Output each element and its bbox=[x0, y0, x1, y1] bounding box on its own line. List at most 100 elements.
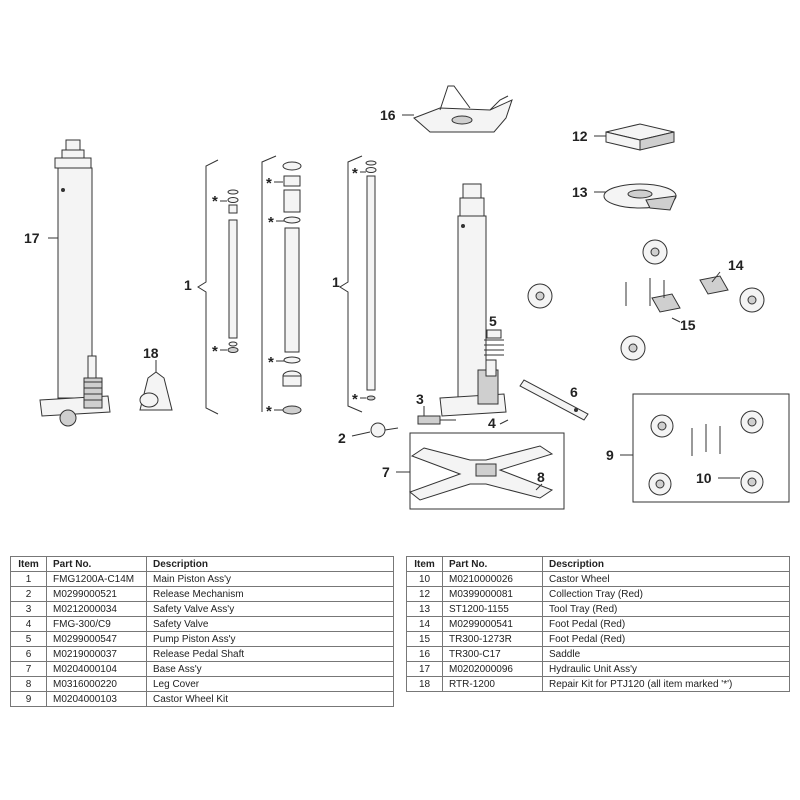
callout-17: 17 bbox=[24, 230, 40, 246]
header-item: Item bbox=[10, 556, 47, 572]
cell-item: 9 bbox=[10, 691, 47, 707]
cell-description: Castor Wheel bbox=[542, 571, 790, 587]
callout-7: 7 bbox=[382, 464, 390, 480]
cell-part-no: TR300-C17 bbox=[442, 646, 543, 662]
callout-13: 13 bbox=[572, 184, 588, 200]
cell-part-no: M0399000081 bbox=[442, 586, 543, 602]
cell-description: Tool Tray (Red) bbox=[542, 601, 790, 617]
main-piston-rod-right bbox=[365, 160, 377, 401]
star-mark: * bbox=[266, 403, 272, 420]
release-mechanism-drawing bbox=[370, 422, 399, 438]
callout-3: 3 bbox=[416, 391, 424, 407]
star-mark: * bbox=[212, 193, 218, 210]
safety-valve-assy-drawing bbox=[417, 406, 456, 425]
callout-2: 2 bbox=[338, 430, 346, 446]
star-mark: * bbox=[352, 391, 358, 408]
cell-item: 15 bbox=[406, 631, 443, 647]
exploded-parts-diagram: 17 18 1 * * * * * * 1 bbox=[24, 85, 790, 510]
cell-part-no: FMG-300/C9 bbox=[46, 616, 147, 632]
tool-tray-drawing bbox=[603, 183, 677, 211]
base-assy-box bbox=[409, 432, 565, 510]
jack-body-drawing bbox=[439, 183, 507, 417]
cell-part-no: RTR-1200 bbox=[442, 676, 543, 692]
cell-part-no: M0299000547 bbox=[46, 631, 147, 647]
repair-kit-drawing bbox=[139, 371, 173, 411]
cell-description: Main Piston Ass'y bbox=[146, 571, 394, 587]
foot-pedal-drawing bbox=[625, 275, 729, 313]
header-description: Description bbox=[542, 556, 790, 572]
header-description: Description bbox=[146, 556, 394, 572]
header-part-no: Part No. bbox=[442, 556, 543, 572]
star-mark: * bbox=[268, 214, 274, 231]
cell-description: Foot Pedal (Red) bbox=[542, 631, 790, 647]
cell-item: 8 bbox=[10, 676, 47, 692]
cell-item: 12 bbox=[406, 586, 443, 602]
cell-item: 1 bbox=[10, 571, 47, 587]
cell-item: 14 bbox=[406, 616, 443, 632]
callout-5: 5 bbox=[489, 313, 497, 329]
table-header-row: Item Part No. Description bbox=[10, 556, 394, 572]
cell-item: 3 bbox=[10, 601, 47, 617]
saddle-drawing bbox=[413, 85, 513, 133]
callout-9: 9 bbox=[606, 447, 614, 463]
cell-description: Collection Tray (Red) bbox=[542, 586, 790, 602]
main-piston-sleeve bbox=[282, 161, 302, 415]
cell-item: 17 bbox=[406, 661, 443, 677]
callout-16: 16 bbox=[380, 107, 396, 123]
collection-tray-drawing bbox=[605, 123, 675, 151]
cell-description: Saddle bbox=[542, 646, 790, 662]
castor-wheel-kit-box bbox=[632, 393, 790, 503]
star-mark: * bbox=[212, 343, 218, 360]
cell-description: Repair Kit for PTJ120 (all item marked '… bbox=[542, 676, 790, 692]
table-header-row: Item Part No. Description bbox=[406, 556, 790, 572]
callout-1-right: 1 bbox=[332, 274, 340, 290]
cell-part-no: M0299000541 bbox=[442, 616, 543, 632]
star-mark: * bbox=[268, 354, 274, 371]
callout-15: 15 bbox=[680, 317, 696, 333]
cell-description: Release Pedal Shaft bbox=[146, 646, 394, 662]
cell-part-no: M0210000026 bbox=[442, 571, 543, 587]
castor-wheel-kit-drawing bbox=[648, 410, 764, 496]
cell-item: 18 bbox=[406, 676, 443, 692]
cell-description: Base Ass'y bbox=[146, 661, 394, 677]
cell-part-no: FMG1200A-C14M bbox=[46, 571, 147, 587]
cell-description: Castor Wheel Kit bbox=[146, 691, 394, 707]
cell-part-no: M0212000034 bbox=[46, 601, 147, 617]
header-item: Item bbox=[406, 556, 443, 572]
cell-description: Foot Pedal (Red) bbox=[542, 616, 790, 632]
cell-item: 10 bbox=[406, 571, 443, 587]
base-assy-drawing bbox=[408, 445, 554, 501]
cell-item: 4 bbox=[10, 616, 47, 632]
cell-item: 5 bbox=[10, 631, 47, 647]
cell-item: 7 bbox=[10, 661, 47, 677]
cell-description: Pump Piston Ass'y bbox=[146, 631, 394, 647]
cell-item: 2 bbox=[10, 586, 47, 602]
callout-10: 10 bbox=[696, 470, 712, 486]
callout-1-left: 1 bbox=[184, 277, 192, 293]
header-part-no: Part No. bbox=[46, 556, 147, 572]
pump-piston-drawing bbox=[484, 329, 504, 356]
cell-description: Leg Cover bbox=[146, 676, 394, 692]
release-pedal-shaft-drawing bbox=[519, 379, 589, 421]
star-mark: * bbox=[352, 165, 358, 182]
callout-12: 12 bbox=[572, 128, 588, 144]
hydraulic-unit-drawing bbox=[39, 139, 111, 427]
cell-part-no: M0204000104 bbox=[46, 661, 147, 677]
